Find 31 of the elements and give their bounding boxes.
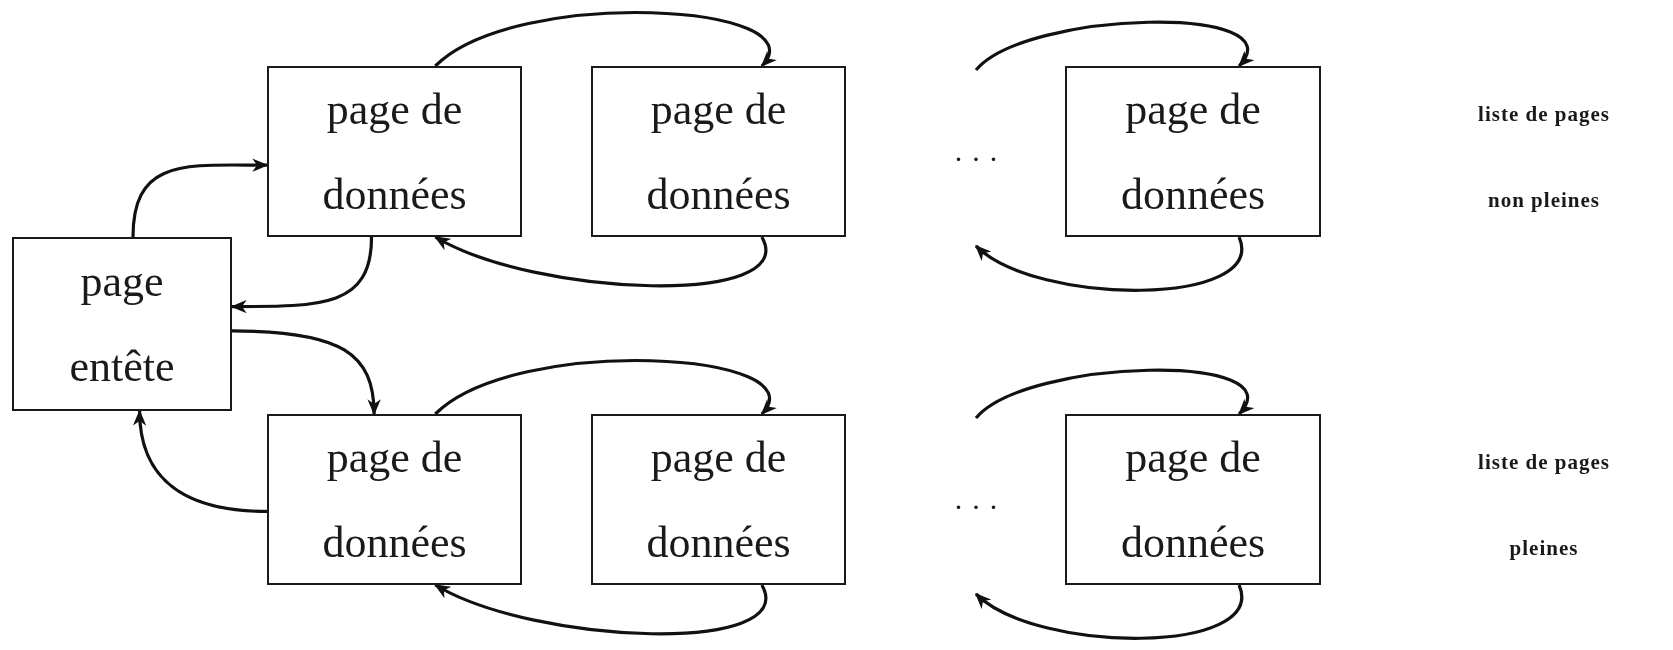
page-box	[267, 414, 522, 585]
box-label: page de données	[1119, 431, 1267, 569]
ellipsis: · · ·	[953, 488, 999, 525]
ellipsis: · · ·	[953, 140, 999, 177]
curved-arrow	[434, 583, 768, 636]
curved-arrow	[974, 236, 1243, 292]
page-box	[12, 237, 232, 411]
list-label: pleines	[1508, 536, 1580, 561]
curved-arrow	[434, 235, 768, 288]
page-box	[267, 66, 522, 237]
box-label: page de données	[1119, 83, 1267, 221]
box-label: page entête	[68, 256, 176, 393]
list-label: liste de pages	[1477, 102, 1611, 127]
curved-arrow	[974, 584, 1243, 640]
box-label: page de données	[321, 431, 468, 569]
curved-arrow	[231, 329, 381, 416]
list-label: non pleines	[1487, 188, 1601, 213]
curved-arrow	[434, 359, 775, 416]
box-label: page de données	[321, 83, 468, 221]
curved-arrow	[434, 11, 775, 68]
curved-arrow	[133, 409, 268, 514]
curved-arrow	[131, 158, 269, 238]
curved-arrow	[975, 20, 1253, 72]
curved-arrow	[975, 368, 1253, 420]
list-label: liste de pages	[1477, 450, 1611, 475]
page-box	[591, 414, 846, 585]
page-box	[1065, 414, 1321, 585]
box-label: page de données	[645, 431, 792, 569]
box-label: page de données	[645, 83, 792, 221]
page-box	[591, 66, 846, 237]
page-box	[1065, 66, 1321, 237]
